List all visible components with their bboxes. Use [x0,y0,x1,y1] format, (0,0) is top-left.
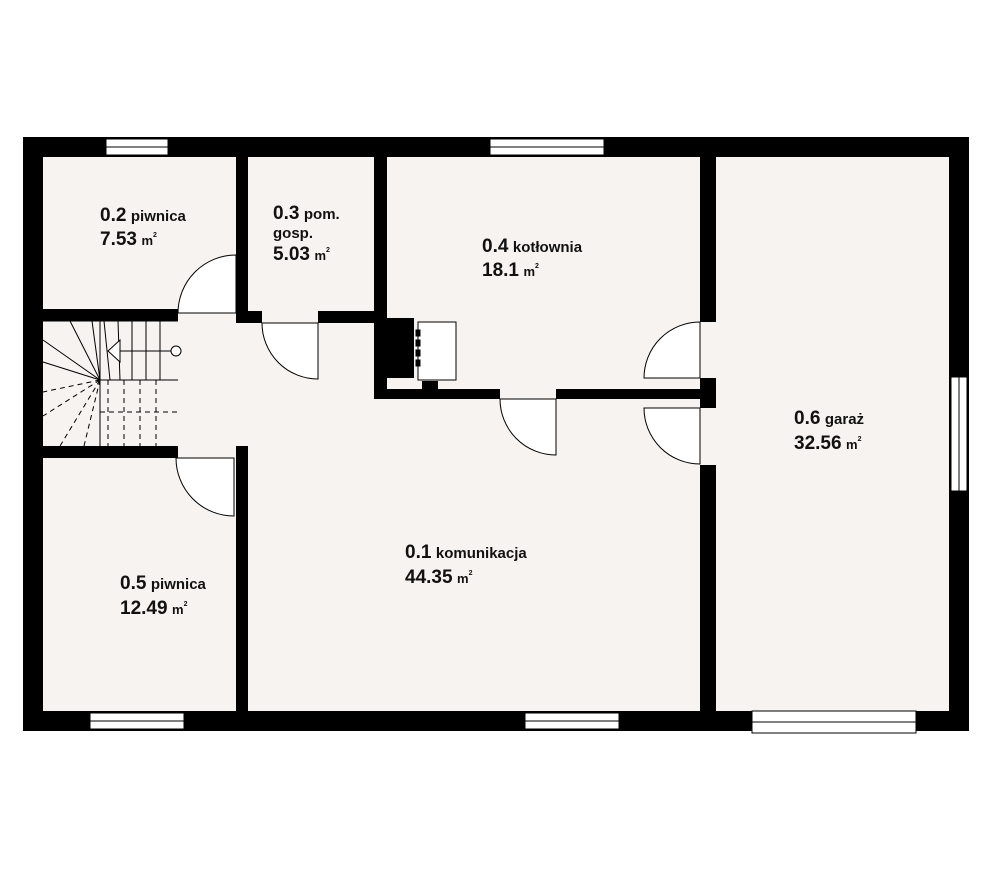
door-0-3 [261,322,319,380]
room-0-5-label: 0.5 piwnica [120,573,207,594]
walls [23,137,969,731]
room-0-2-label: 0.2 piwnica [100,205,187,226]
room-0-6-label: 0.6 garaż [794,408,864,429]
stair-start-marker [170,345,182,357]
room-0-4-area: 18.1 m2 [482,260,539,281]
room-labels: 0.2 piwnica 7.53 m2 0.3 pom. gosp. 5.03 … [100,203,864,619]
door-0-5 [175,457,235,517]
room-0-1-label: 0.1 komunikacja [405,542,527,563]
windows [89,138,968,734]
room-0-3-area: 5.03 m2 [273,244,330,265]
staircase [42,320,182,447]
boiler [415,321,457,381]
door-garage-upper [643,321,701,379]
room-0-3-label: 0.3 pom. [273,203,340,224]
door-0-2 [177,254,237,314]
room-0-6-area: 32.56 m2 [794,433,862,454]
room-0-5-area: 12.49 m2 [120,598,188,619]
door-0-4 [499,398,557,456]
room-0-1-area: 44.35 m2 [405,567,473,588]
room-0-2-area: 7.53 m2 [100,229,157,250]
room-0-3-label-2: gosp. [273,225,313,242]
floor-area [33,147,959,720]
doors [175,254,701,517]
room-0-4-label: 0.4 kotłownia [482,236,583,257]
stair-arrow-icon [107,338,121,364]
door-garage-lower [643,407,701,465]
